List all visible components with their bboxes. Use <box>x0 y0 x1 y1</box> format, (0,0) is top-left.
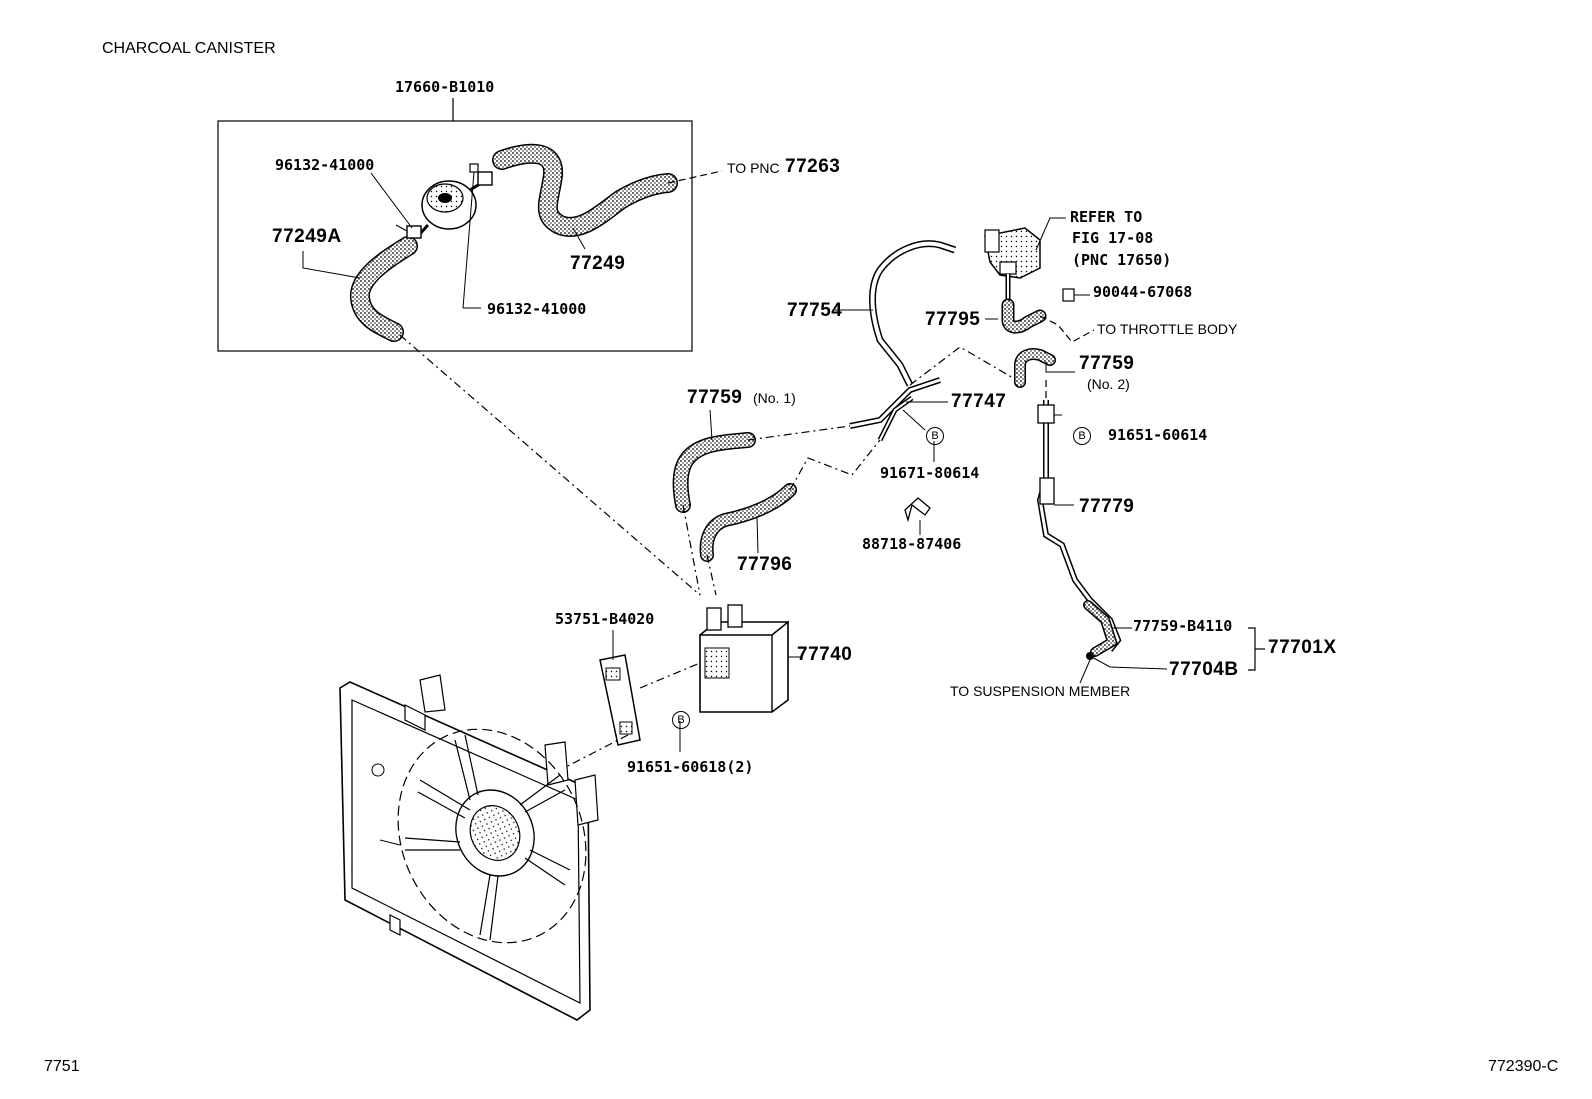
leaders-top <box>302 172 586 279</box>
to-pnc-note: TO PNC <box>727 160 780 176</box>
hose-77249A <box>350 236 418 342</box>
part-90044-67068[interactable]: 90044-67068 <box>1093 283 1193 301</box>
part-96132-41000-b[interactable]: 96132-41000 <box>487 300 587 318</box>
footer-right-code: 772390-C <box>1488 1058 1559 1075</box>
hose-77795 <box>985 298 1095 343</box>
vsv-valve <box>416 180 484 238</box>
part-77249[interactable]: 77249 <box>570 253 626 274</box>
part-77740[interactable]: 77740 <box>797 644 853 665</box>
part-77754[interactable]: 77754 <box>787 300 843 321</box>
b-marker-3: B <box>672 710 690 729</box>
bracket-53751 <box>559 630 701 771</box>
radiator-fan-shroud <box>339 674 599 1021</box>
hose-77796 <box>699 439 881 596</box>
part-77759-no1-sub: (No. 1) <box>753 390 796 406</box>
vacuum-sensor <box>984 217 1066 300</box>
pipe-77779 <box>1036 400 1122 652</box>
pnc-77263[interactable]: 77263 <box>785 156 841 177</box>
clip-90044-icon <box>1062 288 1090 302</box>
clamp-88718-icon <box>904 497 931 535</box>
b-marker-1: B <box>926 426 944 445</box>
part-77759-B4110[interactable]: 77759-B4110 <box>1133 617 1233 635</box>
footer-left-code: 7751 <box>44 1058 80 1075</box>
part-77779[interactable]: 77779 <box>1079 496 1135 517</box>
pipe-77754 <box>835 240 957 387</box>
refer-line-2: FIG 17-08 <box>1072 229 1154 247</box>
hose-77759-no2 <box>1014 348 1075 400</box>
part-53751-B4020[interactable]: 53751-B4020 <box>555 610 655 628</box>
dashed-route-1 <box>399 334 701 596</box>
to-suspension-member-note: TO SUSPENSION MEMBER <box>950 683 1131 699</box>
part-91651-60618[interactable]: 91651-60618(2) <box>627 758 754 776</box>
diagram-title: CHARCOAL CANISTER <box>102 40 276 57</box>
part-77704B[interactable]: 77704B <box>1169 659 1239 680</box>
part-91651-60614[interactable]: 91651-60614 <box>1108 426 1208 444</box>
refer-line-1: REFER TO <box>1070 208 1143 226</box>
b-marker-2: B <box>1073 426 1091 445</box>
part-77759-no2-sub: (No. 2) <box>1087 376 1130 392</box>
pipe-77747 <box>849 346 1021 462</box>
part-77249A[interactable]: 77249A <box>272 226 342 247</box>
part-77759-no2[interactable]: 77759 <box>1079 353 1135 374</box>
part-88718-87406[interactable]: 88718-87406 <box>862 535 962 553</box>
part-77759-no1[interactable]: 77759 <box>687 387 743 408</box>
hose-77249 <box>492 143 723 237</box>
to-throttle-body-note: TO THROTTLE BODY <box>1097 321 1238 337</box>
hose-assembly-box <box>217 98 693 352</box>
part-77747[interactable]: 77747 <box>951 391 1007 412</box>
part-96132-41000-a[interactable]: 96132-41000 <box>275 156 375 174</box>
part-77701X[interactable]: 77701X <box>1268 637 1337 658</box>
part-77796[interactable]: 77796 <box>737 554 793 575</box>
clip-icon <box>395 163 493 309</box>
part-91671-80614[interactable]: 91671-80614 <box>880 464 980 482</box>
part-77795[interactable]: 77795 <box>925 309 981 330</box>
hose-77759-no1 <box>672 409 851 596</box>
part-17660-B1010[interactable]: 17660-B1010 <box>395 78 495 96</box>
hose-77759-B4110 <box>1079 600 1265 684</box>
refer-line-3: (PNC 17650) <box>1072 251 1172 269</box>
charcoal-canister-77740 <box>699 604 800 713</box>
